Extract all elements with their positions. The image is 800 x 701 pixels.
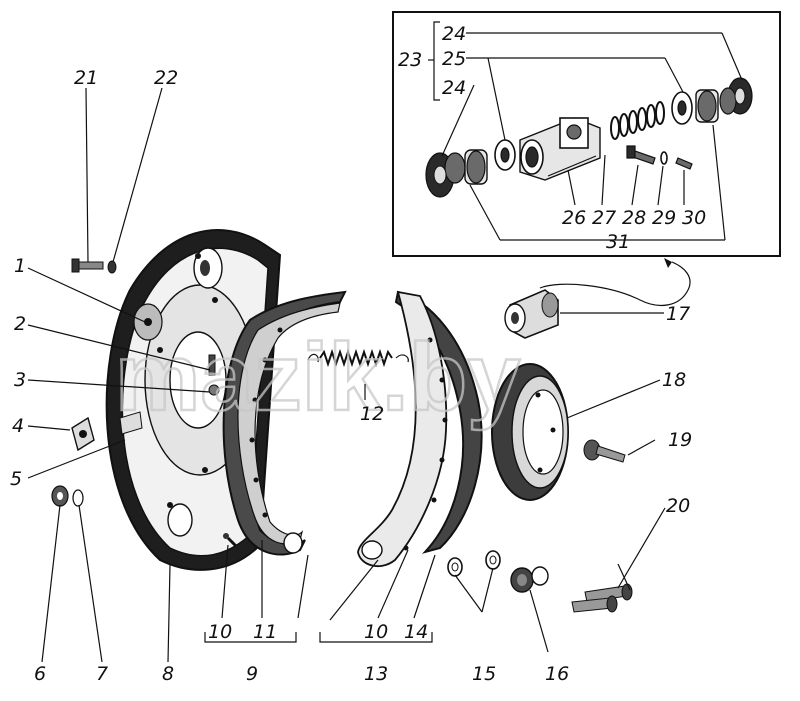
label-31: 31 [606,231,630,253]
label-10-left: 10 [208,621,232,643]
washer-7 [72,489,84,507]
label-20: 20 [666,495,690,517]
label-12: 12 [360,403,384,425]
label-8: 8 [162,663,174,685]
nut-6 [51,485,69,507]
nut-22 [107,260,117,274]
label-1: 1 [14,255,26,277]
callout-labels: 1 2 3 4 5 6 7 8 9 10 11 12 13 10 14 15 1… [10,23,706,685]
label-24-top: 24 [442,23,466,45]
label-14: 14 [404,621,428,643]
spring [610,101,665,140]
cup-seal-left [494,139,516,171]
label-17: 17 [666,303,690,325]
rivet-10-left [223,533,238,548]
label-7: 7 [96,663,108,685]
label-25: 25 [442,48,466,70]
wheel-cylinder-17 [504,258,691,339]
bleeder-cap [675,157,693,170]
return-spring [307,348,409,368]
leader-lines [27,87,666,663]
rear-shoe-assembly [357,290,483,568]
label-16: 16 [545,663,569,685]
label-21: 21 [74,67,98,89]
label-5: 5 [10,468,22,490]
label-18: 18 [662,369,686,391]
label-19: 19 [668,429,692,451]
label-26: 26 [562,207,586,229]
bolt-19 [583,439,626,463]
label-4: 4 [12,415,24,437]
label-22: 22 [154,67,178,89]
label-11: 11 [253,621,277,643]
dust-boot-right [719,77,753,115]
label-27: 27 [592,207,616,229]
bleeder-screw [626,145,656,165]
front-shoe-assembly [222,290,347,556]
label-3: 3 [14,369,26,391]
dust-boot-left [425,152,466,198]
wheel-cylinder-inset [392,11,781,257]
eccentric-16 [510,566,549,593]
washer [660,151,668,165]
label-29: 29 [652,207,676,229]
watermark: mazik.by [115,324,521,431]
cup-seal-right [671,91,693,125]
label-9: 9 [246,663,258,685]
piston-right [695,89,719,123]
label-2: 2 [14,313,26,335]
drum-seal-18 [491,363,569,501]
piston-left [464,149,488,185]
label-28: 28 [622,207,646,229]
label-6: 6 [34,663,46,685]
bolt-21 [71,258,104,273]
label-15: 15 [472,663,496,685]
label-23: 23 [398,49,422,71]
bolts-20 [571,583,633,613]
cylinder-body [519,117,601,181]
label-13: 13 [364,663,388,685]
label-10-right: 10 [364,621,388,643]
label-24-bottom: 24 [442,77,466,99]
label-30: 30 [682,207,706,229]
eccentric-4 [71,416,95,452]
